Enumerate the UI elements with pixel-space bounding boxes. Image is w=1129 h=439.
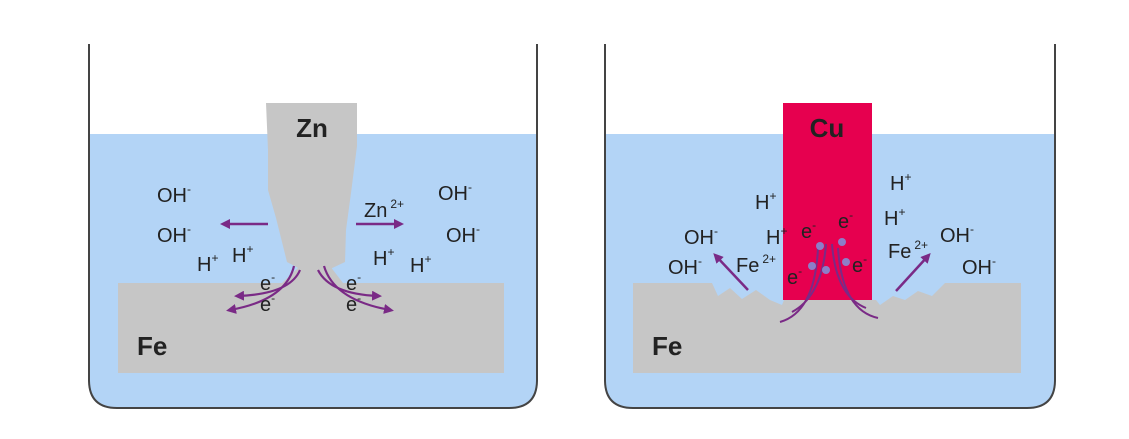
right-oh-label: OH-	[940, 222, 974, 247]
left-oh-label: OH-	[157, 182, 191, 207]
left-electron-label: e-	[346, 291, 361, 316]
right-diagonal-arrow-icon	[895, 253, 931, 292]
right-fe-block	[633, 283, 1021, 373]
left-electron-label: e-	[260, 270, 275, 295]
right-oh-label: OH-	[962, 254, 996, 279]
right-curved-arrow-icon	[322, 265, 394, 314]
left-oh-label: OH-	[438, 180, 472, 205]
left-base-label: Fe	[137, 331, 167, 361]
left-beaker-icon	[88, 44, 538, 409]
right-electron-label: e-	[838, 208, 853, 233]
left-curved-arrow-icon	[226, 265, 296, 314]
left-electrode-label: Zn	[296, 113, 328, 143]
right-electron-label: e-	[787, 264, 802, 289]
left-electron-label: e-	[260, 291, 275, 316]
left-h-label: H+	[197, 251, 218, 276]
left-oh-label: OH-	[446, 222, 480, 247]
electron-path-icon	[831, 243, 867, 309]
left-zn-electrode	[266, 103, 357, 270]
right-h-label: H+	[766, 224, 787, 249]
right-electrode-label: Cu	[810, 113, 845, 143]
electron-dot-icon	[842, 258, 850, 266]
electron-dot-icon	[822, 266, 830, 274]
right-h-label: H+	[755, 189, 776, 214]
electron-path-icon	[791, 243, 827, 313]
left-fe-block	[118, 266, 504, 373]
left-electron-label: e-	[346, 270, 361, 295]
right-electron-label: e-	[852, 252, 867, 277]
electron-dot-icon	[838, 238, 846, 246]
right-h-label: H+	[890, 170, 911, 195]
left-h-label: H+	[232, 242, 253, 267]
electron-dot-icon	[808, 262, 816, 270]
right-h-label: H+	[884, 205, 905, 230]
left-diagonal-arrow-icon	[713, 253, 749, 291]
electron-dot-icon	[816, 242, 824, 250]
right-beaker-icon	[604, 44, 1056, 409]
right-base-label: Fe	[652, 331, 682, 361]
left-oh-label: OH-	[157, 222, 191, 247]
right-oh-label: OH-	[668, 254, 702, 279]
right-electron-label: e-	[801, 218, 816, 243]
left-h-label: H+	[373, 245, 394, 270]
left-h-label: H+	[410, 252, 431, 277]
right-oh-label: OH-	[684, 224, 718, 249]
